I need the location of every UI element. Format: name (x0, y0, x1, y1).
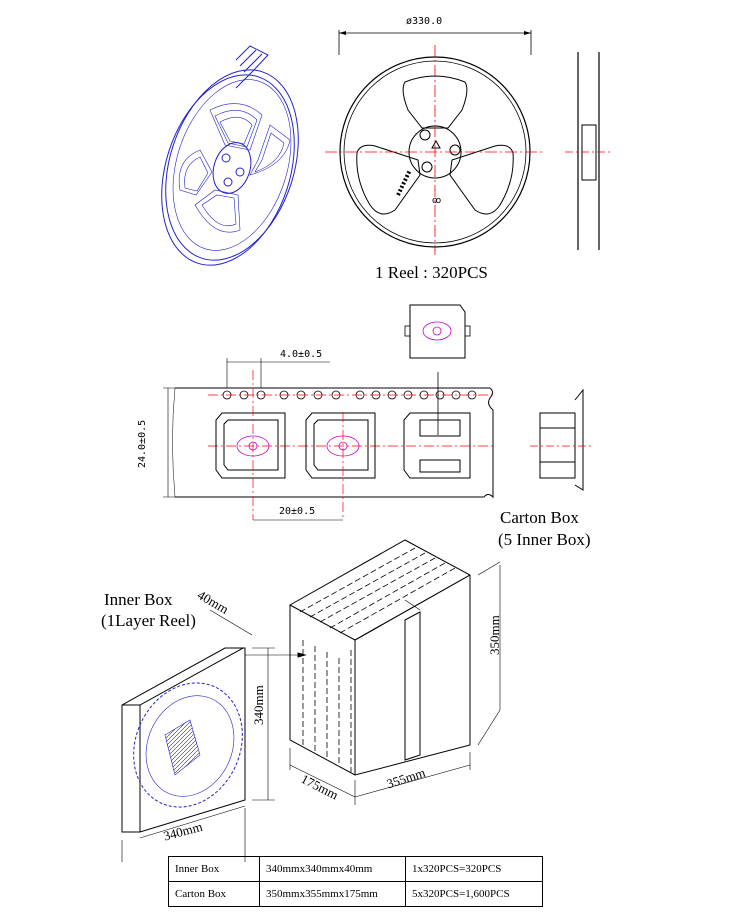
table-cell-qty: 5x320PCS=1,600PCS (405, 881, 543, 907)
inner-box-drawing (121, 609, 307, 862)
reel-diameter-label: ø330.0 (406, 16, 443, 27)
inner-box-title: Inner Box (104, 590, 173, 609)
table-row: Carton Box 350mmx355mmx175mm 5x320PCS=1,… (168, 881, 543, 907)
inner-box-subtitle: (1Layer Reel) (101, 611, 196, 630)
carton-title: Carton Box (500, 508, 579, 527)
packing-table: Inner Box 340mmx340mmx40mm 1x320PCS=320P… (168, 856, 543, 907)
reel-front-view: ꝏ (325, 30, 545, 255)
carrier-tape-view (163, 304, 495, 521)
tape-side-view (530, 388, 592, 491)
inner-box-height-label: 340mm (251, 685, 266, 725)
pocket-pitch-label: 20±0.5 (279, 506, 316, 517)
tape-width-label: 24.0±0.5 (137, 419, 148, 468)
table-cell-size: 350mmx355mmx175mm (259, 881, 406, 907)
table-cell-size: 340mmx340mmx40mm (259, 856, 406, 882)
carton-box-drawing (289, 539, 501, 805)
hole-pitch-label: 4.0±0.5 (280, 349, 323, 360)
reel-side-view (565, 52, 610, 250)
table-cell-qty: 1x320PCS=320PCS (405, 856, 543, 882)
reel-capacity-label: 1 Reel : 320PCS (375, 263, 488, 282)
table-cell-name: Carton Box (168, 881, 260, 907)
table-row: Inner Box 340mmx340mmx40mm 1x320PCS=320P… (168, 856, 543, 882)
carton-height-label: 350mm (487, 615, 502, 655)
reel-3d-view (161, 45, 299, 266)
table-cell-name: Inner Box (168, 856, 260, 882)
svg-text:ꝏ: ꝏ (432, 196, 441, 206)
carton-subtitle: (5 Inner Box) (498, 530, 591, 549)
